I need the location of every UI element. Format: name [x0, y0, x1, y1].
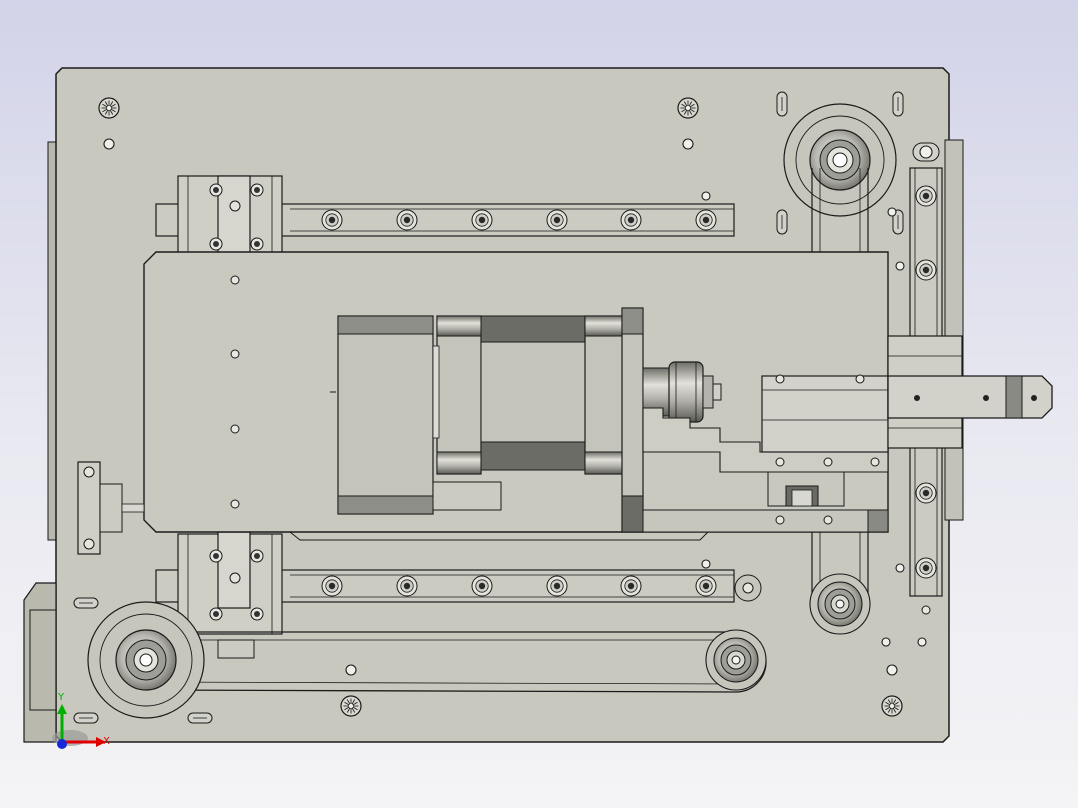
hole-icon [701, 191, 711, 201]
cap-screw-icon [321, 209, 343, 231]
cap-screw-icon [915, 259, 937, 281]
upper-rail-screws [321, 209, 717, 231]
left-bearing-block[interactable] [77, 461, 145, 555]
cap-screw-icon [546, 209, 568, 231]
bottom-idler-pulley[interactable] [705, 629, 767, 691]
x-axis-arrow-icon [96, 737, 106, 747]
cap-screw-icon [396, 575, 418, 597]
torx-screw-icon [677, 97, 699, 119]
cap-screw-icon [471, 575, 493, 597]
hole-icon [886, 664, 898, 676]
cap-screw-icon [915, 557, 937, 579]
cap-screw-icon [915, 185, 937, 207]
cap-screw-icon [546, 575, 568, 597]
torx-screw-icon [881, 695, 903, 717]
rack-gear-block[interactable] [642, 374, 889, 533]
cap-screw-icon [620, 209, 642, 231]
torx-screw-icon [340, 695, 362, 717]
hole-icon [895, 563, 905, 573]
lower-right-pulley[interactable] [809, 573, 871, 635]
output-arm[interactable] [887, 335, 1053, 449]
cap-screw-icon [620, 575, 642, 597]
bottom-left-drive-pulley[interactable] [87, 601, 205, 719]
hole-icon [682, 138, 694, 150]
lower-rail-screws [321, 575, 717, 597]
x-axis-label: X [103, 736, 110, 747]
vertical-belt [811, 168, 869, 600]
coordinate-triad: X Y [52, 692, 110, 749]
cap-screw-icon [471, 209, 493, 231]
y-axis-label: Y [57, 692, 65, 703]
hole-icon [895, 261, 905, 271]
torx-screw-icon [98, 97, 120, 119]
cap-screw-icon [396, 209, 418, 231]
hole-icon [917, 637, 927, 647]
right-rail-screws [915, 185, 937, 579]
cap-screw-icon [321, 575, 343, 597]
hole-icon [701, 559, 711, 569]
cap-screw-icon [915, 482, 937, 504]
cap-screw-icon [695, 209, 717, 231]
stepper-motor[interactable] [337, 307, 644, 533]
hole-icon [919, 145, 933, 159]
top-right-pulley[interactable] [783, 103, 897, 217]
plate-screws [98, 97, 903, 717]
hole-icon [881, 637, 891, 647]
y-axis-arrow-icon [57, 704, 67, 714]
mounting-holes [103, 138, 933, 676]
hole-icon [887, 207, 897, 217]
cap-screw-icon [695, 575, 717, 597]
rail-end-stop [734, 574, 762, 602]
upper-rail-carriage[interactable] [177, 175, 283, 255]
z-axis-dot-icon [57, 739, 67, 749]
hole-icon [103, 138, 115, 150]
lower-rail-carriage[interactable] [177, 531, 283, 635]
hole-icon [345, 664, 357, 676]
mounting-slots [73, 91, 940, 724]
belt-clamp [217, 639, 255, 659]
